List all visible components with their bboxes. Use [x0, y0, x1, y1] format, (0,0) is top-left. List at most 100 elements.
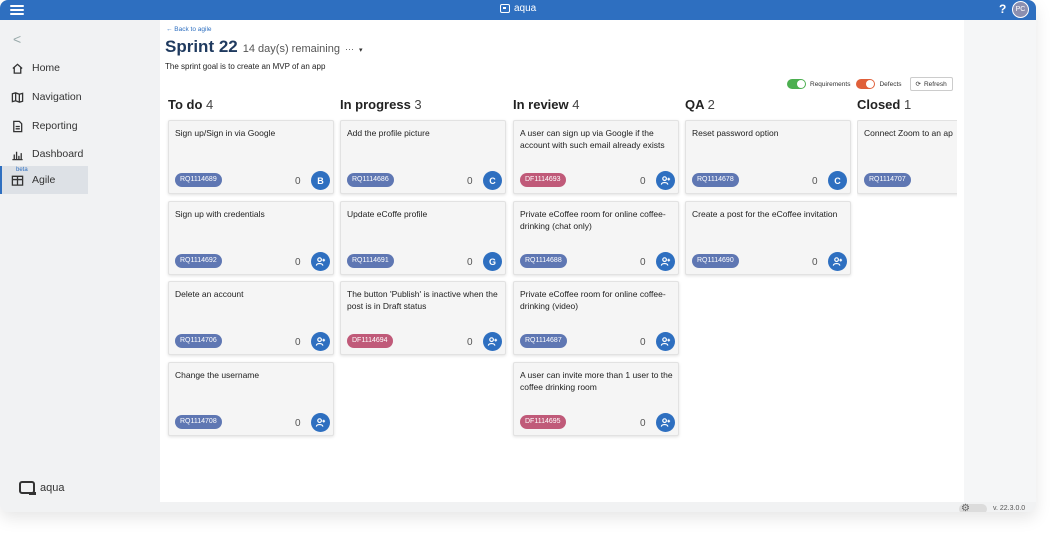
- hamburger-menu-icon[interactable]: [10, 3, 24, 17]
- defect-tag[interactable]: DF1114693: [520, 173, 566, 187]
- requirement-tag[interactable]: RQ1114707: [864, 173, 911, 187]
- defects-toggle[interactable]: [856, 79, 876, 89]
- task-card[interactable]: Delete an account RQ1114706 0: [168, 281, 334, 355]
- beta-badge: beta: [16, 167, 28, 173]
- card-title: Update eCoffe profile: [347, 209, 428, 219]
- sidebar: < Home Navigation Reporting Dashboard be…: [0, 20, 160, 502]
- add-assignee-icon[interactable]: [828, 252, 847, 271]
- sidebar-item-home[interactable]: Home: [0, 54, 88, 82]
- task-card[interactable]: Reset password option RQ1114678 0 C: [685, 120, 851, 194]
- add-assignee-icon[interactable]: [483, 332, 502, 351]
- sidebar-item-label: Home: [32, 62, 61, 74]
- column-header-in-review: In review 4: [513, 97, 580, 112]
- task-card[interactable]: The button 'Publish' is inactive when th…: [340, 281, 506, 355]
- help-icon[interactable]: ?: [999, 2, 1007, 16]
- task-card[interactable]: Private eCoffee room for online coffee-d…: [513, 201, 679, 275]
- card-title: Reset password option: [692, 128, 779, 138]
- column-header-todo: To do 4: [168, 97, 214, 112]
- app-title-text: aqua: [514, 3, 537, 14]
- requirement-tag[interactable]: RQ1114689: [175, 173, 222, 187]
- sidebar-item-label: Reporting: [32, 120, 78, 132]
- card-count: 0: [812, 257, 818, 268]
- gear-icon[interactable]: ⚙: [961, 503, 970, 512]
- task-card[interactable]: Add the profile picture RQ1114686 0 C: [340, 120, 506, 194]
- requirement-tag[interactable]: RQ1114691: [347, 254, 394, 268]
- task-card[interactable]: Sign up/Sign in via Google RQ1114689 0 B: [168, 120, 334, 194]
- assignee-avatar[interactable]: C: [483, 171, 502, 190]
- card-count: 0: [295, 418, 301, 429]
- task-card[interactable]: A user can invite more than 1 user to th…: [513, 362, 679, 436]
- sidebar-item-label: Agile: [32, 174, 56, 186]
- requirements-toggle[interactable]: [787, 79, 806, 89]
- task-card[interactable]: Create a post for the eCoffee invitation…: [685, 201, 851, 275]
- card-title: Create a post for the eCoffee invitation: [692, 209, 838, 219]
- card-count: 0: [295, 337, 301, 348]
- requirement-tag[interactable]: RQ1114688: [520, 254, 567, 268]
- refresh-label: Refresh: [923, 80, 947, 88]
- board-toolbar: Requirements Defects ⟳ Refresh: [787, 77, 953, 91]
- assignee-avatar[interactable]: C: [828, 171, 847, 190]
- column-header-qa: QA 2: [685, 97, 715, 112]
- add-assignee-icon[interactable]: [311, 413, 330, 432]
- card-title: Sign up/Sign in via Google: [175, 128, 276, 138]
- refresh-icon: ⟳: [915, 81, 921, 88]
- add-assignee-icon[interactable]: [656, 171, 675, 190]
- agile-board: ← Back to agile Sprint 22 14 day(s) rema…: [160, 20, 964, 502]
- theme-toggle[interactable]: [959, 504, 987, 512]
- defect-tag[interactable]: DF1114694: [347, 334, 393, 348]
- sprint-goal: The sprint goal is to create an MVP of a…: [165, 62, 326, 71]
- add-assignee-icon[interactable]: [656, 252, 675, 271]
- assignee-avatar[interactable]: G: [483, 252, 502, 271]
- more-options-icon[interactable]: ···: [344, 44, 354, 54]
- sidebar-item-reporting[interactable]: Reporting: [0, 112, 88, 140]
- requirement-tag[interactable]: RQ1114678: [692, 173, 739, 187]
- add-assignee-icon[interactable]: [656, 332, 675, 351]
- closed-column-clip: Connect Zoom to an ap RQ1114707: [857, 120, 957, 200]
- column-header-closed: Closed 1: [857, 97, 912, 112]
- assignee-avatar[interactable]: B: [311, 171, 330, 190]
- card-title: Connect Zoom to an ap: [864, 128, 953, 138]
- add-assignee-icon[interactable]: [311, 252, 330, 271]
- requirement-tag[interactable]: RQ1114690: [692, 254, 739, 268]
- status-bar: [0, 502, 1036, 512]
- requirement-tag[interactable]: RQ1114687: [520, 334, 567, 348]
- task-card[interactable]: Sign up with credentials RQ1114692 0: [168, 201, 334, 275]
- add-assignee-icon[interactable]: [311, 332, 330, 351]
- bar-chart-icon: [12, 151, 23, 160]
- card-title: The button 'Publish' is inactive when th…: [347, 289, 498, 311]
- app-title: aqua: [500, 3, 536, 14]
- aqua-logo-icon: [500, 4, 510, 13]
- requirement-tag[interactable]: RQ1114708: [175, 415, 222, 429]
- card-count: 0: [640, 176, 646, 187]
- page-title: Sprint 22: [165, 37, 238, 56]
- task-card[interactable]: Update eCoffe profile RQ1114691 0 G: [340, 201, 506, 275]
- task-card[interactable]: Connect Zoom to an ap RQ1114707: [857, 120, 957, 194]
- board-icon: [11, 175, 24, 186]
- version-label: v. 22.3.0.0: [993, 505, 1026, 512]
- card-count: 0: [812, 176, 818, 187]
- defects-label: Defects: [879, 80, 902, 88]
- requirement-tag[interactable]: RQ1114686: [347, 173, 394, 187]
- refresh-button[interactable]: ⟳ Refresh: [909, 77, 953, 91]
- aqua-logo-text: aqua: [40, 481, 65, 494]
- chevron-down-icon[interactable]: ▾: [358, 47, 363, 54]
- sidebar-item-agile[interactable]: beta Agile: [0, 166, 88, 194]
- requirement-tag[interactable]: RQ1114692: [175, 254, 222, 268]
- home-icon: [12, 62, 23, 74]
- task-card[interactable]: Change the username RQ1114708 0: [168, 362, 334, 436]
- add-assignee-icon[interactable]: [656, 413, 675, 432]
- user-avatar[interactable]: PC: [1012, 1, 1029, 18]
- card-title: A user can sign up via Google if the acc…: [520, 128, 665, 150]
- back-to-agile-link[interactable]: ← Back to agile: [166, 26, 212, 33]
- task-card[interactable]: A user can sign up via Google if the acc…: [513, 120, 679, 194]
- card-title: Private eCoffee room for online coffee-d…: [520, 209, 666, 231]
- card-count: 0: [295, 257, 301, 268]
- defect-tag[interactable]: DF1114695: [520, 415, 566, 429]
- collapse-sidebar-icon[interactable]: <: [13, 31, 22, 47]
- card-count: 0: [640, 337, 646, 348]
- task-card[interactable]: Private eCoffee room for online coffee-d…: [513, 281, 679, 355]
- requirement-tag[interactable]: RQ1114706: [175, 334, 222, 348]
- sidebar-item-dashboard[interactable]: Dashboard: [0, 140, 88, 168]
- sidebar-item-navigation[interactable]: Navigation: [0, 83, 88, 111]
- sprint-header: Sprint 22 14 day(s) remaining ··· ▾: [165, 37, 362, 57]
